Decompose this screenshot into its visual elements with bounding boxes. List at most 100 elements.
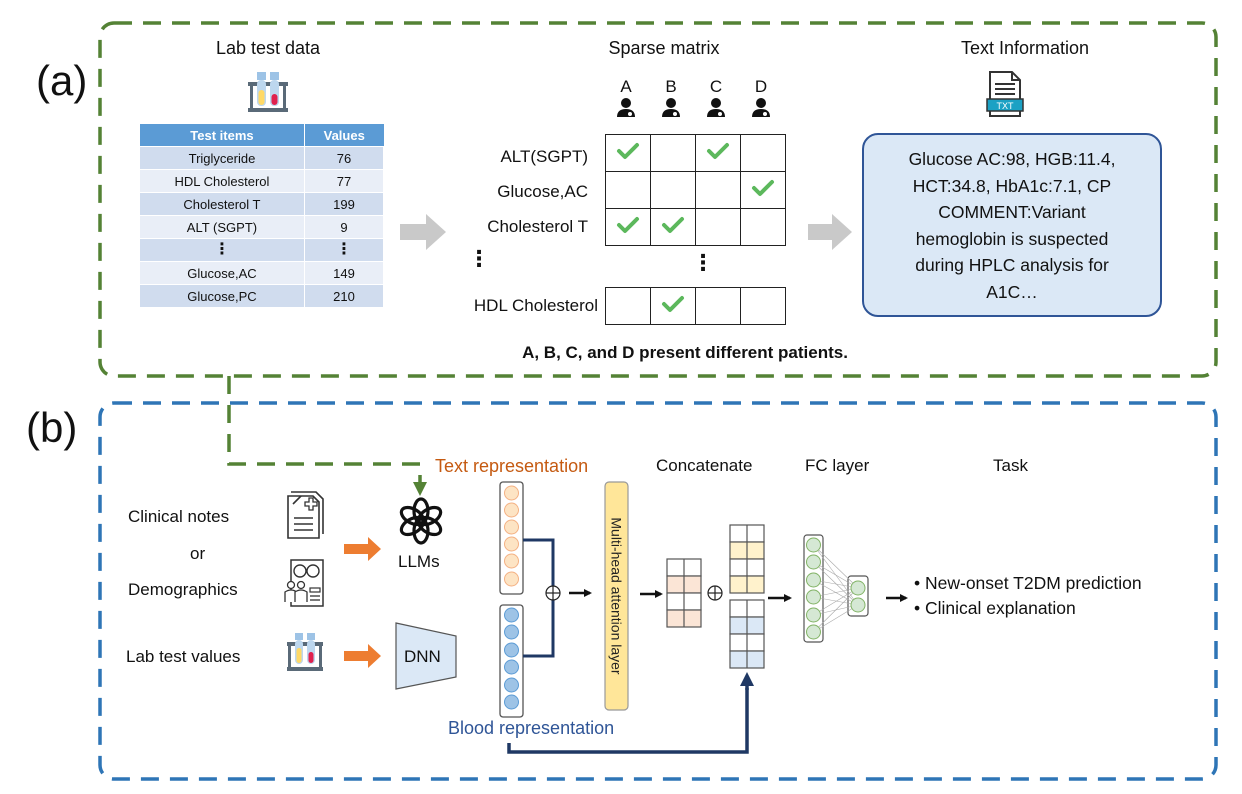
fc-connection — [813, 604, 859, 633]
matrix-cell-empty — [695, 287, 741, 325]
matrix-cell-checked — [740, 171, 786, 209]
fc-connection — [813, 587, 859, 598]
matrix-cell-empty — [650, 134, 696, 172]
text-line: Glucose AC:98, HGB:11.4, — [908, 149, 1116, 169]
check-icon — [617, 142, 639, 159]
blood-representation-label: Blood representation — [448, 718, 615, 738]
text-representation-label: Text representation — [435, 456, 589, 476]
patient-icon — [752, 98, 770, 117]
cell-value: 76 — [304, 146, 385, 170]
fc-connection — [813, 587, 859, 633]
cell-test-item: Triglyceride — [140, 146, 305, 170]
table-row: ⋮⋮ — [140, 238, 385, 262]
matrix-row-label: HDL Cholesterol — [473, 296, 598, 315]
check-icon — [662, 216, 684, 233]
lab-test-values-label: Lab test values — [126, 647, 241, 666]
concatenated-block — [729, 524, 765, 669]
text-rep-nodes — [504, 485, 519, 587]
sparse-matrix — [605, 134, 786, 246]
task-label: Task — [993, 456, 1028, 475]
cell-value: 210 — [304, 284, 385, 307]
check-icon — [617, 216, 639, 233]
orange-arrow-lab-to-dnn — [344, 644, 381, 668]
patient-icon — [662, 98, 680, 117]
text-line: COMMENT:Variant — [938, 202, 1086, 222]
fc-layer — [803, 534, 869, 643]
matrix-cell-empty — [740, 134, 786, 172]
matrix-row — [605, 287, 786, 325]
check-icon — [707, 142, 729, 159]
attention-layer — [604, 481, 629, 711]
dnn-label: DNN — [404, 647, 441, 666]
patient-letter: B — [665, 77, 677, 96]
matrix-row-label: Cholesterol T — [487, 217, 588, 236]
panel-a-to-llm-connector — [227, 376, 422, 478]
gray-arrow-lab-to-matrix — [400, 214, 446, 250]
concatenate-label: Concatenate — [656, 456, 753, 475]
clinical-notes-label: Clinical notes — [128, 507, 230, 526]
llm-logo-icon — [399, 497, 443, 545]
column-header-values: Values — [304, 124, 384, 147]
txt-icon-label: TXT — [997, 101, 1015, 111]
cell-value: 77 — [304, 169, 385, 193]
panel-a-border — [98, 21, 1218, 378]
gray-arrow-matrix-to-text — [808, 214, 852, 250]
sparse-matrix-last-row — [605, 287, 786, 325]
patient-icon — [617, 98, 635, 117]
fc-connection — [813, 544, 859, 589]
fc-connection — [813, 579, 859, 589]
matrix-row — [605, 171, 786, 209]
task-list: • New-onset T2DM prediction • Clinical e… — [914, 571, 1142, 621]
cell-test-item: ALT (SGPT) — [140, 215, 305, 239]
cell-test-item: HDL Cholesterol — [140, 169, 305, 193]
demographics-icon — [284, 559, 324, 607]
cell-test-item: Glucose,AC — [140, 261, 305, 285]
attention-layer-label-wrap: Multi-head attention layer — [605, 482, 628, 710]
text-line: A1C… — [986, 281, 1038, 302]
matrix-ellipsis: ⋮ — [692, 250, 714, 275]
patient-header: D — [746, 78, 776, 122]
patient-header: A — [611, 78, 641, 122]
column-header-test-items: Test items — [140, 124, 305, 147]
fc-layer-label: FC layer — [805, 456, 870, 475]
cell-ellipsis: ⋮ — [304, 238, 385, 262]
llms-label: LLMs — [398, 552, 440, 571]
test-tubes-icon — [248, 72, 288, 112]
txt-file-icon: TXT — [986, 71, 1024, 117]
attention-layer-label: Multi-head attention layer — [608, 517, 625, 675]
table-row: ALT (SGPT)9 — [140, 215, 385, 239]
matrix-cell-empty — [695, 171, 741, 209]
cell-test-item: Cholesterol T — [140, 192, 305, 216]
cell-value: 149 — [304, 261, 385, 285]
text-information-title: Text Information — [960, 38, 1090, 58]
matrix-row-label: Glucose,AC — [497, 182, 588, 201]
blood-rep-nodes — [504, 607, 519, 710]
check-icon — [662, 295, 684, 312]
matrix-cell-checked — [695, 134, 741, 172]
or-label: or — [190, 544, 206, 563]
panel-a-label: (a) — [36, 57, 88, 104]
fc-connection — [813, 561, 859, 606]
cell-test-item: Glucose,PC — [140, 284, 305, 307]
fc-connection — [813, 596, 859, 606]
clinical-notes-icon — [287, 491, 324, 539]
matrix-cell-empty — [650, 171, 696, 209]
blood-skip-connection — [507, 688, 749, 754]
patients-note: A, B, C, and D present different patient… — [522, 343, 848, 362]
demographics-label: Demographics — [128, 580, 238, 599]
matrix-row — [605, 208, 786, 246]
text-line: during HPLC analysis for — [915, 255, 1109, 275]
matrix-cell-checked — [650, 287, 696, 325]
lab-values-test-tubes-icon — [287, 633, 323, 671]
patient-header: B — [656, 78, 686, 122]
patient-header: C — [701, 78, 731, 122]
patient-icon — [707, 98, 725, 117]
